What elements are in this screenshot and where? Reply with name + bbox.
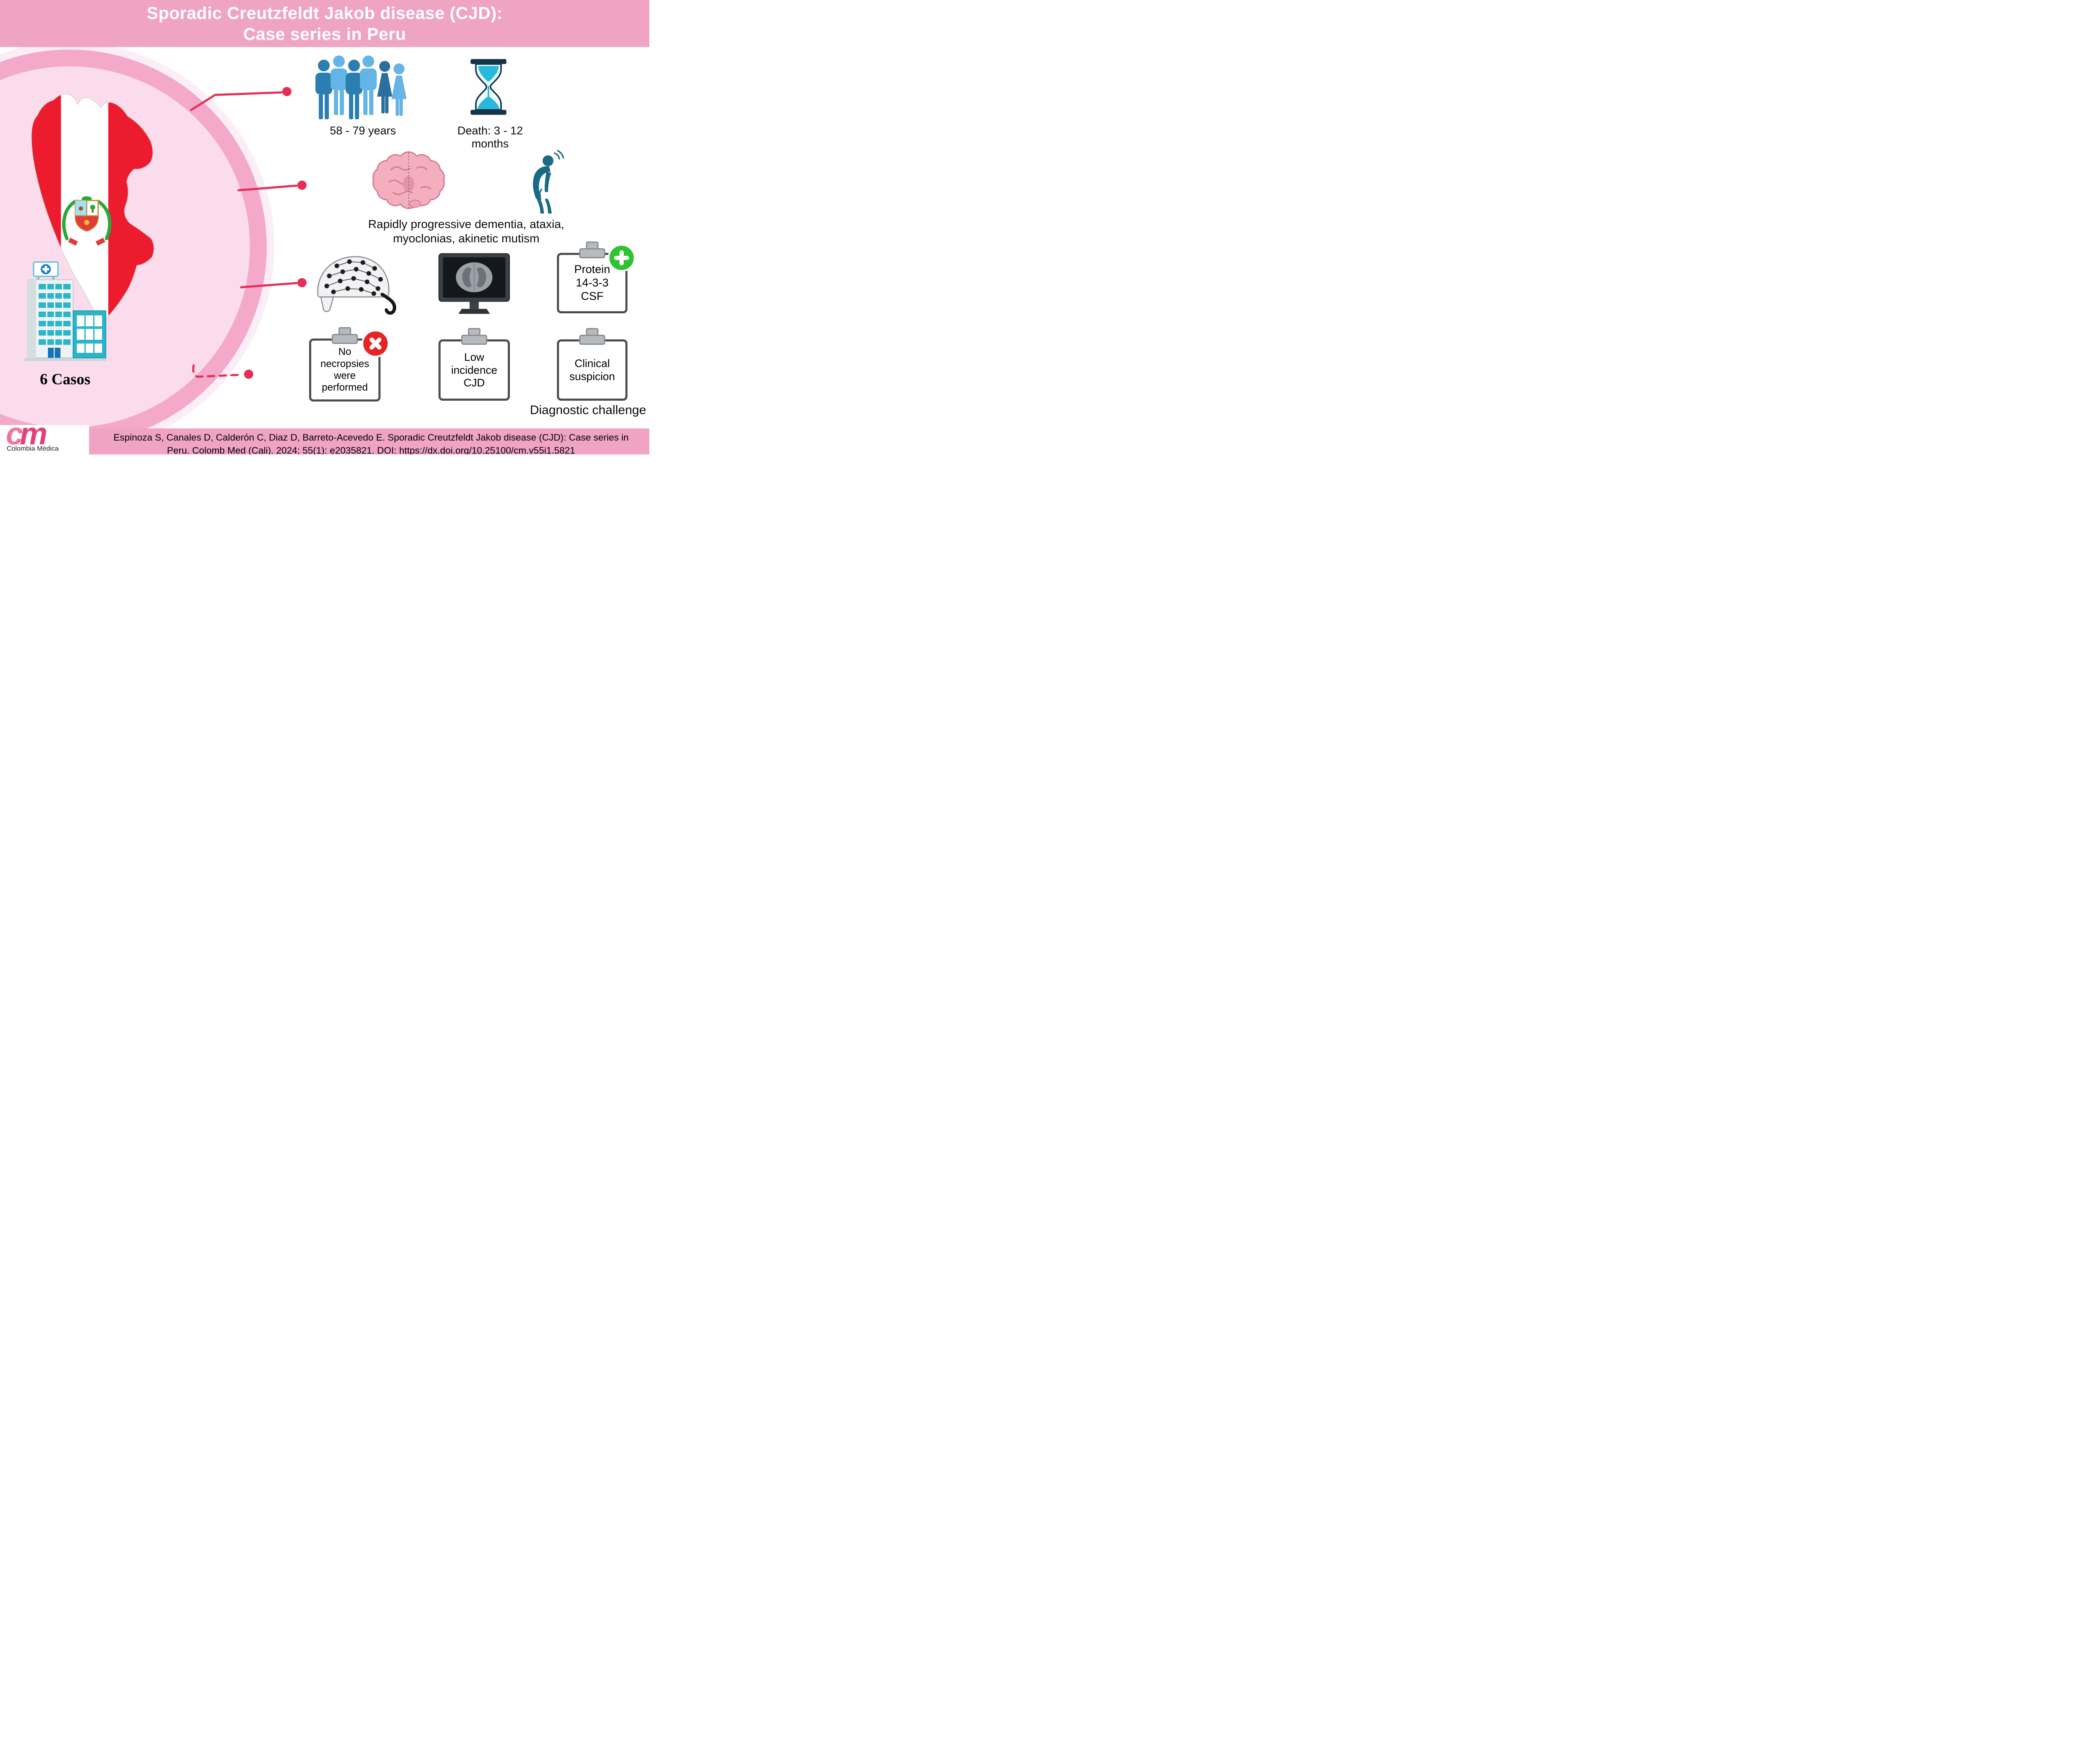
- page-title: Sporadic Creutzfeldt Jakob disease (CJD)…: [147, 3, 503, 44]
- hunched-person-icon: [533, 150, 564, 214]
- brain-scan-monitor-icon: [438, 253, 510, 314]
- connector-line-limitations: [192, 364, 244, 378]
- diagnostic-challenge-label: Diagnostic challenge: [530, 403, 646, 417]
- footer-banner: [0, 428, 649, 454]
- protein-csf-text: Protein 14-3-3 CSF: [574, 263, 610, 302]
- clinical-suspicion-card: Clinical suspicion: [557, 328, 627, 401]
- clipboard-clip: [332, 334, 358, 344]
- no-necropsies-card: No necropsies were performed: [309, 327, 389, 402]
- connector-dot-diagnostics: [297, 278, 307, 287]
- infographic-canvas: Sporadic Creutzfeldt Jakob disease (CJD)…: [0, 0, 649, 454]
- hourglass-icon: [470, 59, 507, 115]
- cross-badge-icon: [362, 330, 389, 357]
- cases-count-label: 6 Casos: [39, 371, 91, 388]
- connector-dot-symptoms: [297, 181, 307, 190]
- connector-line-symptoms: [237, 184, 298, 192]
- plus-badge-icon: [608, 244, 635, 272]
- symptoms-label: Rapidly progressive dementia, ataxia, my…: [368, 218, 564, 245]
- connector-dot-demographics: [282, 87, 291, 96]
- eeg-cap-icon: [317, 256, 396, 315]
- low-incidence-card: Low incidence CJD: [438, 328, 510, 401]
- clipboard-clip: [579, 248, 605, 258]
- clinical-suspicion-text: Clinical suspicion: [569, 357, 615, 383]
- hospital-icon: [24, 261, 107, 361]
- clipboard-clip: [461, 335, 487, 345]
- clipboard-clip: [579, 335, 605, 345]
- connector-line-demographics: [190, 91, 283, 111]
- header-banner: Sporadic Creutzfeldt Jakob disease (CJD)…: [0, 0, 649, 47]
- connector-line-diagnostics: [240, 282, 298, 289]
- citation-text: Espinoza S, Canales D, Calderón C, Diaz …: [113, 432, 629, 454]
- connector-dot-limitations: [244, 370, 253, 379]
- colombia-medica-logo: cm Colombia Médica: [0, 418, 89, 454]
- brain-icon: [372, 151, 445, 210]
- peru-coat-of-arms: [62, 196, 112, 246]
- connector-lines: [190, 87, 307, 379]
- death-time-label: Death: 3 - 12 months: [457, 124, 523, 150]
- age-range-label: 58 - 79 years: [330, 124, 396, 137]
- cm-logo-icon: cm: [6, 416, 47, 451]
- people-group-icon: [315, 55, 407, 119]
- no-necropsies-text: No necropsies were performed: [320, 346, 370, 394]
- logo-subtext: Colombia Médica: [7, 445, 59, 452]
- low-incidence-text: Low incidence CJD: [451, 350, 497, 389]
- protein-csf-card: Protein 14-3-3 CSF: [557, 242, 635, 313]
